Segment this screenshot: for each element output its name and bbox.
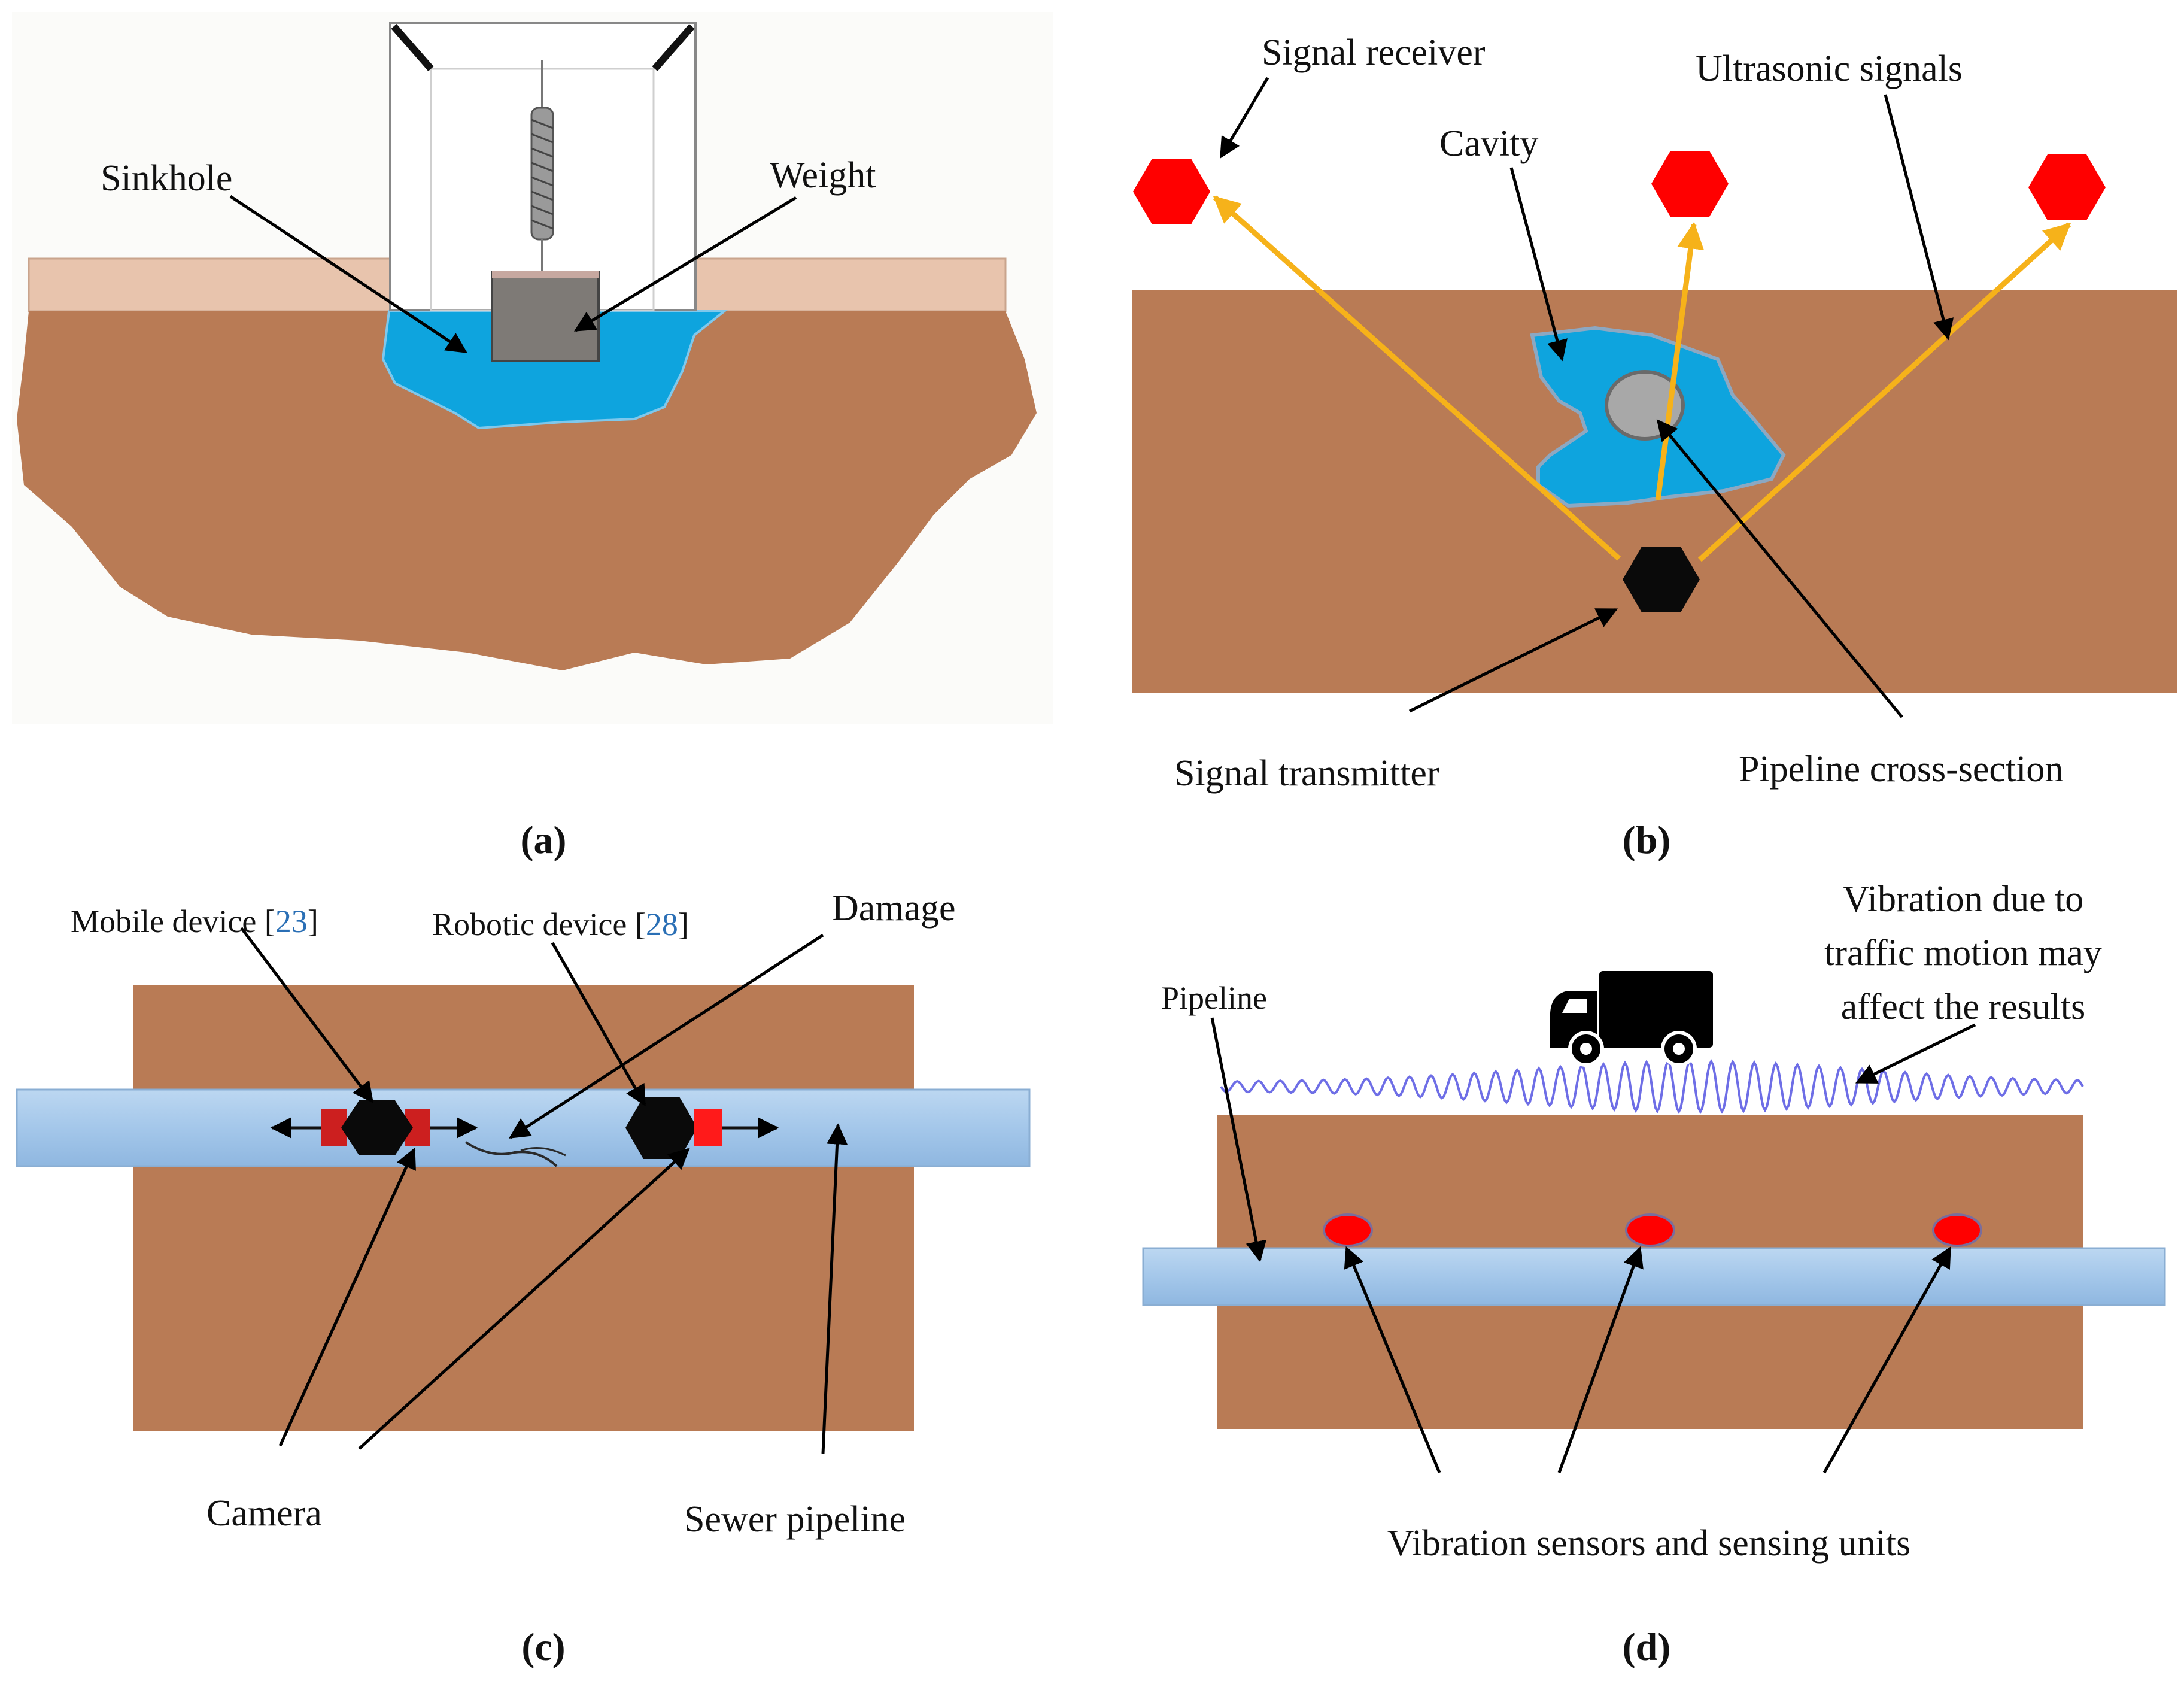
label-signal-transmitter: Signal transmitter — [1174, 753, 1439, 794]
arrow-mobile-device — [240, 927, 374, 1103]
label-cavity: Cavity — [1439, 123, 1538, 164]
arrow-signal-receiver — [1219, 77, 1269, 159]
damage-crack-branch — [520, 1147, 566, 1157]
truck-icon — [1550, 971, 1713, 1067]
damage-crack — [464, 1141, 558, 1167]
label-mobile-device: Mobile device [23] — [71, 903, 318, 939]
arrow-sinkhole — [229, 195, 467, 354]
arrow-sensor-3 — [1822, 1246, 1952, 1474]
signal-path-left — [1213, 195, 1621, 561]
pavement-right — [681, 257, 1007, 312]
arrow-weight — [574, 196, 797, 332]
label-signal-receiver: Signal receiver — [1262, 32, 1486, 73]
arrow-sensor-2 — [1557, 1246, 1644, 1473]
caption-c: (c) — [521, 1625, 565, 1669]
sinkhole-water — [381, 310, 728, 430]
label-vibration-line1: Vibration due to — [1843, 879, 2084, 920]
soil-mass — [17, 311, 1037, 670]
arrow-signal-transmitter — [1408, 608, 1618, 713]
arrow-ultrasonic-signals — [1884, 94, 1954, 341]
label-sewer-pipeline: Sewer pipeline — [684, 1499, 906, 1540]
panel-d: Pipeline Vibration due to traffic motion… — [1142, 879, 2166, 1669]
arrow-sewer-pipeline — [821, 1123, 848, 1454]
label-camera: Camera — [206, 1493, 322, 1534]
label-pipeline: Pipeline — [1161, 980, 1267, 1016]
arrow-sensor-1 — [1344, 1246, 1441, 1473]
signal-transmitter-icon — [1623, 547, 1700, 612]
arrow-cavity — [1509, 167, 1568, 362]
pavement-left — [28, 257, 431, 312]
caption-a: (a) — [521, 818, 567, 862]
vibration-sensor-3 — [1932, 1213, 1982, 1247]
arrow-robotic-device — [551, 942, 646, 1107]
signal-receiver-icon-left — [1133, 159, 1210, 224]
arrow-pipeline — [1210, 1017, 1267, 1263]
vibration-sensor-2 — [1625, 1213, 1675, 1247]
label-vibration-sensors: Vibration sensors and sensing units — [1387, 1523, 1911, 1564]
frame-brace-right — [652, 24, 695, 71]
caption-d: (d) — [1623, 1625, 1671, 1669]
signal-receiver-icon-right — [2028, 154, 2106, 220]
label-damage: Damage — [832, 888, 956, 929]
spring-icon — [530, 60, 554, 272]
arrow-pipeline-cross-section — [1656, 419, 1903, 718]
pipeline-d — [1142, 1247, 2166, 1306]
vibration-sensor-1 — [1323, 1213, 1373, 1247]
label-robotic-device: Robotic device [28] — [432, 906, 689, 942]
label-vibration-line3: affect the results — [1841, 987, 2086, 1027]
signal-path-right — [1697, 222, 2071, 562]
arrow-camera-2 — [358, 1148, 690, 1450]
label-pipeline-cross-section: Pipeline cross-section — [1739, 749, 2063, 790]
arrow-vibration — [1855, 1023, 1976, 1084]
robotic-device-icon — [625, 1097, 779, 1159]
panel-c: Mobile device [23] Robotic device [28] D… — [16, 888, 1031, 1669]
frame-brace-left — [391, 24, 434, 71]
soil-block-c — [133, 985, 914, 1431]
panel-b: Signal receiver Ultrasonic signals Cavit… — [1132, 32, 2177, 862]
vibration-wave — [1220, 1058, 2084, 1115]
arrow-damage — [509, 933, 824, 1139]
weight-block — [491, 271, 600, 362]
label-weight: Weight — [770, 155, 876, 196]
signal-receiver-icon-center — [1651, 151, 1729, 217]
panel-a: Sinkhole Weight (a) — [12, 12, 1053, 862]
arrow-camera-1 — [278, 1147, 416, 1447]
label-ultrasonic-signals: Ultrasonic signals — [1696, 48, 1963, 89]
weight-cap — [492, 271, 599, 278]
signal-path-center — [1655, 221, 1705, 500]
caption-b: (b) — [1623, 818, 1671, 862]
label-vibration-line2: traffic motion may — [1824, 933, 2102, 973]
mobile-device-icon — [270, 1100, 478, 1155]
label-sinkhole: Sinkhole — [101, 158, 232, 199]
